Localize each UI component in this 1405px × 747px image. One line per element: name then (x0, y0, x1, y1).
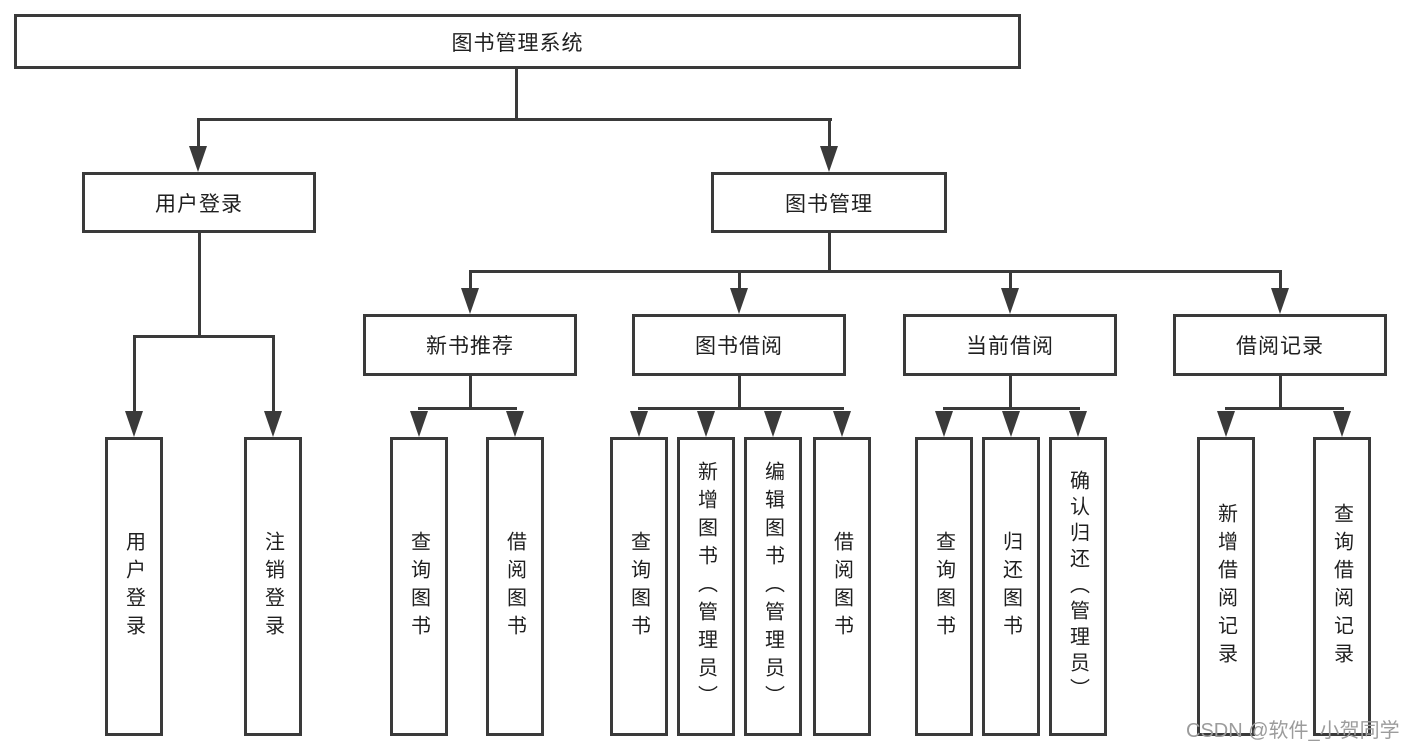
node-root-label: 图书管理系统 (451, 31, 584, 55)
node-borrow-record: 借阅记录 (1173, 314, 1387, 376)
leaf-edit-book-admin: 编辑图书（管理员） (744, 437, 802, 736)
arrow-down-icon (697, 411, 715, 437)
connector-line (515, 69, 518, 121)
connector-line (197, 118, 832, 121)
connector-line (198, 233, 201, 338)
arrow-down-icon (764, 411, 782, 437)
leaf-user-login-label: 用户登录 (122, 530, 145, 643)
leaf-return-book: 归还图书 (982, 437, 1040, 736)
leaf-borrow-book-newbook: 借阅图书 (486, 437, 544, 736)
arrow-down-icon (1001, 288, 1019, 314)
connector-line (738, 376, 741, 410)
connector-line (638, 407, 844, 410)
arrow-down-icon (630, 411, 648, 437)
arrow-down-icon (833, 411, 851, 437)
connector-line (943, 407, 1080, 410)
leaf-confirm-return-admin: 确认归还（管理员） (1049, 437, 1107, 736)
node-root: 图书管理系统 (14, 14, 1021, 69)
node-book-management-label: 图书管理 (785, 192, 873, 216)
arrow-down-icon (1002, 411, 1020, 437)
leaf-query-book-newbook: 查询图书 (390, 437, 448, 736)
arrow-down-icon (125, 411, 143, 437)
connector-line (197, 118, 200, 152)
connector-line (272, 335, 275, 413)
connector-line (469, 270, 472, 292)
leaf-query-book-current-label: 查询图书 (932, 530, 955, 643)
leaf-query-borrow-record: 查询借阅记录 (1313, 437, 1371, 736)
node-current-borrow-label: 当前借阅 (966, 335, 1054, 358)
leaf-query-borrow-record-label: 查询借阅记录 (1330, 502, 1353, 671)
connector-line (828, 118, 831, 152)
leaf-query-book-borrow-label: 查询图书 (627, 530, 650, 643)
arrow-down-icon (730, 288, 748, 314)
leaf-logout: 注销登录 (244, 437, 302, 736)
leaf-borrow-book-borrow-label: 借阅图书 (830, 530, 853, 643)
watermark: CSDN @软件_小贺同学 (1186, 720, 1400, 742)
arrow-down-icon (506, 411, 524, 437)
connector-line (133, 335, 275, 338)
leaf-add-book-admin-label: 新增图书（管理员） (694, 460, 717, 713)
node-borrow-record-label: 借阅记录 (1236, 335, 1324, 358)
node-new-book-recommend: 新书推荐 (363, 314, 577, 376)
arrow-down-icon (461, 288, 479, 314)
connector-line (1009, 376, 1012, 410)
connector-line (1009, 270, 1012, 292)
leaf-confirm-return-admin-label: 确认归还（管理员） (1066, 469, 1089, 704)
arrow-down-icon (820, 146, 838, 172)
arrow-down-icon (189, 146, 207, 172)
leaf-user-login: 用户登录 (105, 437, 163, 736)
arrow-down-icon (264, 411, 282, 437)
leaf-query-book-newbook-label: 查询图书 (407, 530, 430, 643)
node-user-login: 用户登录 (82, 172, 316, 233)
arrow-down-icon (1069, 411, 1087, 437)
connector-line (828, 233, 831, 273)
arrow-down-icon (1271, 288, 1289, 314)
arrow-down-icon (1333, 411, 1351, 437)
arrow-down-icon (1217, 411, 1235, 437)
arrow-down-icon (935, 411, 953, 437)
leaf-query-book-current: 查询图书 (915, 437, 973, 736)
leaf-add-borrow-record-label: 新增借阅记录 (1214, 502, 1237, 671)
connector-line (418, 407, 517, 410)
node-book-borrow-label: 图书借阅 (695, 335, 783, 358)
arrow-down-icon (410, 411, 428, 437)
connector-line (1225, 407, 1344, 410)
connector-line (738, 270, 741, 292)
leaf-edit-book-admin-label: 编辑图书（管理员） (761, 460, 784, 713)
node-current-borrow: 当前借阅 (903, 314, 1117, 376)
connector-line (1279, 376, 1282, 410)
connector-line (469, 376, 472, 410)
leaf-add-borrow-record: 新增借阅记录 (1197, 437, 1255, 736)
leaf-borrow-book-newbook-label: 借阅图书 (503, 530, 526, 643)
leaf-return-book-label: 归还图书 (999, 530, 1022, 643)
node-new-book-recommend-label: 新书推荐 (426, 335, 514, 358)
connector-line (1279, 270, 1282, 292)
leaf-logout-label: 注销登录 (261, 530, 284, 643)
connector-line (469, 270, 1282, 273)
node-user-login-label: 用户登录 (155, 192, 243, 216)
leaf-borrow-book-borrow: 借阅图书 (813, 437, 871, 736)
connector-line (133, 335, 136, 413)
node-book-borrow: 图书借阅 (632, 314, 846, 376)
leaf-add-book-admin: 新增图书（管理员） (677, 437, 735, 736)
node-book-management: 图书管理 (711, 172, 947, 233)
leaf-query-book-borrow: 查询图书 (610, 437, 668, 736)
